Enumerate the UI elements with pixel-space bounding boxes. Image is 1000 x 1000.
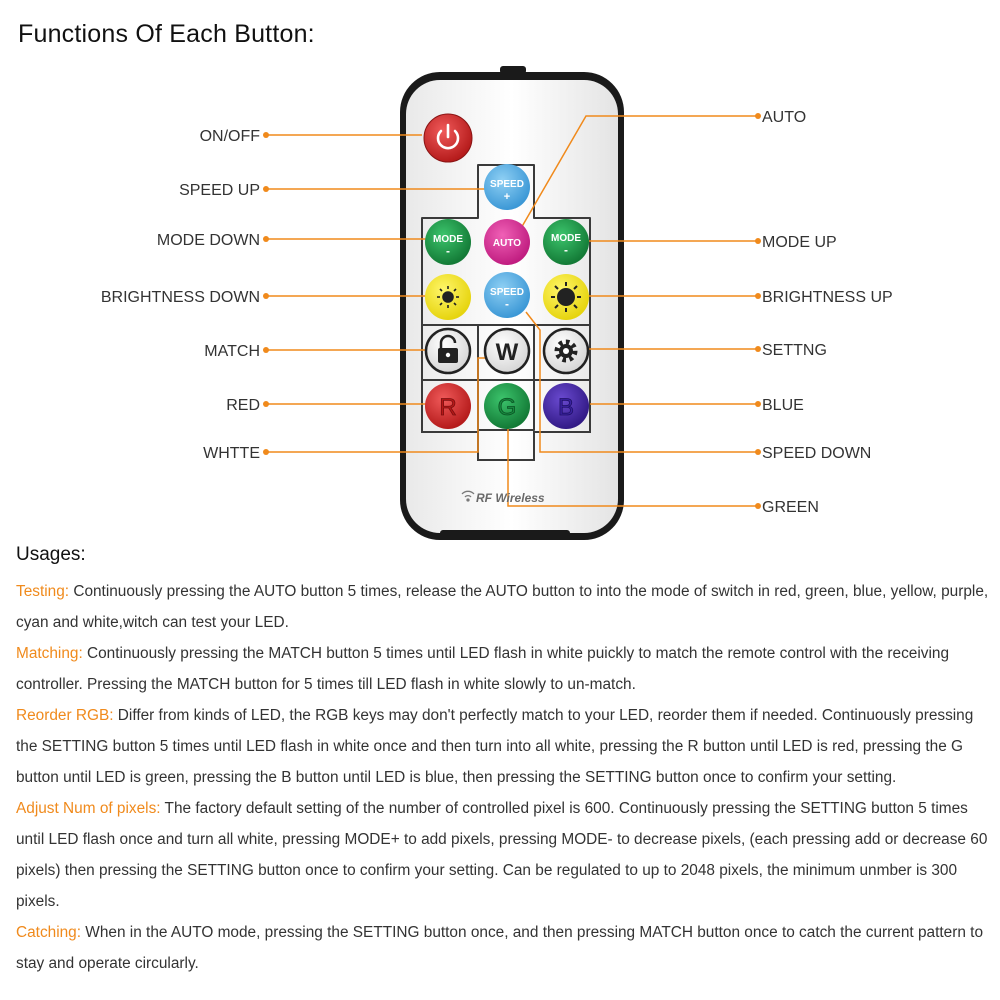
speed-down-bottom: - — [505, 297, 509, 311]
usage-text: Continuously pressing the MATCH button 5… — [16, 645, 949, 693]
power-icon — [436, 123, 460, 150]
leader-dots — [263, 113, 761, 509]
sun-large-icon — [551, 282, 581, 312]
usage-key: Testing: — [16, 583, 70, 600]
brightness-up-button[interactable] — [543, 274, 589, 320]
brand-text: RF Wireless — [476, 491, 545, 505]
label-white: WHTTE — [203, 445, 260, 462]
label-mode-up: MODE UP — [762, 234, 837, 251]
blue-button[interactable]: B — [543, 383, 589, 429]
label-mode-down: MODE DOWN — [157, 232, 260, 249]
label-on-off: ON/OFF — [200, 128, 261, 145]
usage-key: Matching: — [16, 645, 83, 662]
green-text: G — [498, 394, 517, 421]
page-title: Functions Of Each Button: — [18, 20, 315, 48]
mode-down-button[interactable]: MODE - — [425, 219, 471, 265]
label-setting: SETTNG — [762, 342, 827, 359]
mode-up-bottom: - — [564, 243, 568, 257]
white-text: W — [496, 339, 519, 366]
label-brightness-down: BRIGHTNESS DOWN — [101, 289, 260, 306]
usage-text: Differ from kinds of LED, the RGB keys m… — [16, 707, 974, 786]
usage-testing: Testing: Continuously pressing the AUTO … — [16, 576, 994, 638]
label-speed-up: SPEED UP — [179, 182, 260, 199]
blue-text: B — [558, 394, 574, 421]
usage-text: When in the AUTO mode, pressing the SETT… — [16, 924, 983, 972]
leader-lines — [266, 115, 758, 507]
speed-down-top: SPEED — [490, 287, 524, 298]
speed-up-button[interactable]: SPEED + — [484, 164, 530, 210]
auto-text: AUTO — [493, 238, 521, 249]
lock-icon — [438, 334, 458, 363]
speed-up-bottom: + — [504, 191, 510, 203]
usage-matching: Matching: Continuously pressing the MATC… — [16, 638, 994, 700]
power-button[interactable] — [423, 113, 473, 163]
labels-left: ON/OFF SPEED UP MODE DOWN BRIGHTNESS DOW… — [101, 128, 260, 462]
mode-up-button[interactable]: MODE - — [543, 219, 589, 265]
remote-diagram: ON/OFF SPEED UP MODE DOWN BRIGHTNESS DOW… — [101, 66, 893, 540]
white-button[interactable]: W — [483, 327, 531, 375]
usage-reorder-rgb: Reorder RGB: Differ from kinds of LED, t… — [16, 700, 994, 793]
label-red: RED — [226, 397, 260, 414]
match-button[interactable] — [424, 327, 472, 375]
auto-button[interactable]: AUTO — [484, 219, 530, 265]
usage-key: Adjust Num of pixels: — [16, 800, 161, 817]
gear-icon — [554, 339, 578, 363]
speed-up-top: SPEED — [490, 179, 524, 190]
mode-down-bottom: - — [446, 244, 450, 258]
green-button[interactable]: G — [484, 383, 530, 429]
brand-logo: RF Wireless — [461, 490, 545, 505]
sun-small-icon — [437, 286, 459, 308]
usage-text: The factory default setting of the numbe… — [16, 800, 988, 910]
label-green: GREEN — [762, 499, 819, 516]
red-button[interactable]: R — [425, 383, 471, 429]
label-match: MATCH — [204, 343, 260, 360]
label-speed-down: SPEED DOWN — [762, 445, 871, 462]
usage-catching: Catching: When in the AUTO mode, pressin… — [16, 917, 994, 979]
usage-adjust-pixels: Adjust Num of pixels: The factory defaul… — [16, 793, 994, 917]
label-blue: BLUE — [762, 397, 804, 414]
usage-text: Continuously pressing the AUTO button 5 … — [16, 583, 989, 631]
wifi-icon — [461, 490, 475, 502]
labels-right: AUTO MODE UP BRIGHTNESS UP SETTNG BLUE S… — [762, 109, 893, 516]
usage-key: Reorder RGB: — [16, 707, 114, 724]
label-auto: AUTO — [762, 109, 806, 126]
speed-down-button[interactable]: SPEED - — [484, 272, 530, 318]
brightness-down-button[interactable] — [425, 274, 471, 320]
red-text: R — [439, 394, 456, 421]
label-brightness-up: BRIGHTNESS UP — [762, 289, 893, 306]
usages-section: Usages: Testing: Continuously pressing t… — [16, 544, 994, 979]
usages-title: Usages: — [16, 544, 86, 565]
usage-key: Catching: — [16, 924, 82, 941]
setting-button[interactable] — [542, 327, 590, 375]
mode-down-top: MODE — [433, 234, 463, 245]
mode-up-top: MODE — [551, 233, 581, 244]
